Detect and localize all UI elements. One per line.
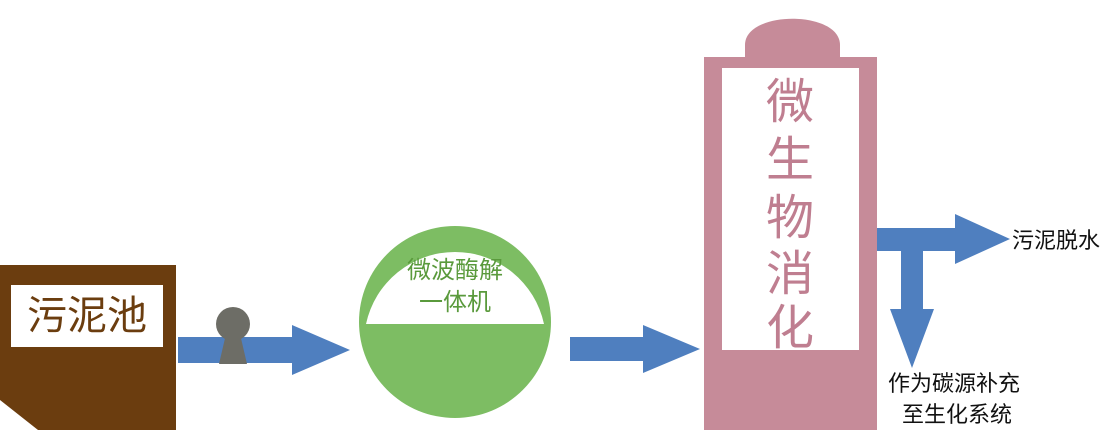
pump-icon: [216, 307, 250, 364]
mixer-label-line1: 微波酶解: [407, 256, 503, 284]
digester-char-5: 化: [766, 300, 814, 356]
arrow-to-carbon-source: [890, 248, 934, 368]
mixer-unit: 微波酶解 一体机: [359, 226, 551, 418]
label-carbon-line2: 至生化系统: [902, 403, 1012, 428]
arrow-mixer-to-digester: [570, 325, 700, 373]
digester-char-2: 生: [766, 132, 814, 188]
label-carbon-line1: 作为碳源补充: [888, 372, 1020, 397]
sludge-pit-label: 污泥池: [27, 293, 147, 339]
digester-char-3: 物: [766, 190, 814, 246]
arrow-to-dewatering: [877, 214, 1010, 264]
digester-window: [722, 68, 859, 350]
sludge-pit: 污泥池: [0, 265, 176, 430]
mixer-window: [366, 251, 544, 324]
arrow-pit-to-mixer: [178, 325, 350, 375]
digester-dome: [745, 18, 840, 60]
digester-char-4: 消: [766, 246, 814, 302]
digester-tower: 微 生 物 消 化: [704, 18, 877, 430]
digester-char-1: 微: [766, 74, 814, 130]
label-dewatering: 污泥脱水: [1012, 229, 1100, 254]
sludge-pit-label-box: [11, 285, 163, 347]
mixer-label-line2: 一体机: [419, 288, 491, 316]
